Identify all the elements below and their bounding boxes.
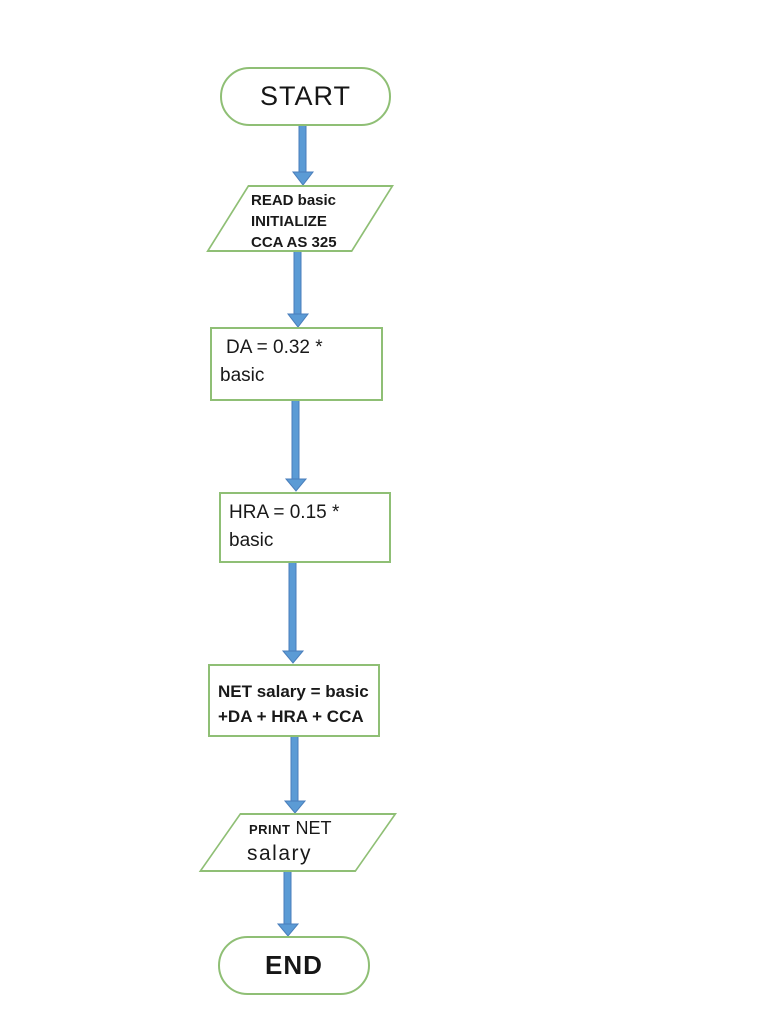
node-da-label: DA = 0.32 * basic <box>220 337 323 386</box>
flowchart-node-end: END <box>218 936 370 995</box>
flow-arrow-start-to-read-icon <box>291 126 315 186</box>
node-net-salary-label: NET salary = basic +DA + HRA + CCA <box>218 682 369 726</box>
flow-arrow-read-to-da-icon <box>286 252 310 328</box>
node-start-label: START <box>259 81 351 111</box>
flowchart-node-net-salary <box>208 664 380 737</box>
flow-arrow-print-to-end-icon <box>276 872 300 937</box>
flowchart-node-hra <box>219 492 391 563</box>
node-read-init-label: READ basic INITIALIZE CCA AS 325 <box>251 192 337 251</box>
flow-arrow-hra-to-net-icon <box>281 563 305 664</box>
flow-arrow-da-to-hra-icon <box>284 401 308 492</box>
flowchart-node-da <box>210 327 383 401</box>
flowchart-node-start: START <box>220 67 391 126</box>
node-hra-label: HRA = 0.15 * basic <box>229 502 340 551</box>
node-end-label: END <box>265 950 323 980</box>
flow-arrow-net-to-print-icon <box>283 737 307 814</box>
